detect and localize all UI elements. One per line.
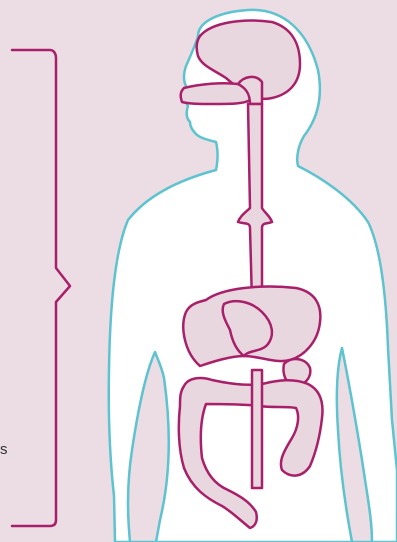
caption-text: s xyxy=(0,442,8,457)
small-intestine xyxy=(252,370,262,488)
curly-bracket-icon xyxy=(12,50,70,526)
